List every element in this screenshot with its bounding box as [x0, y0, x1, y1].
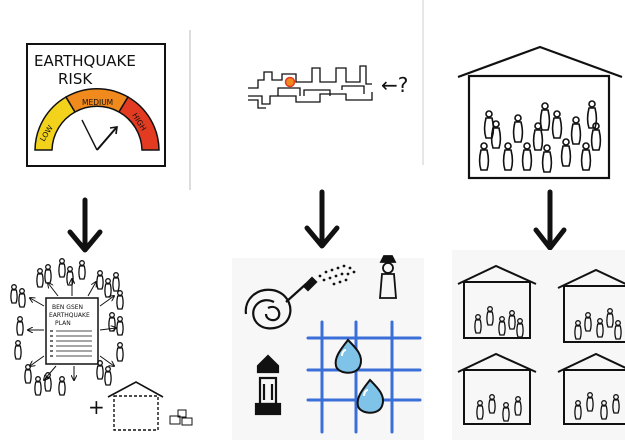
house-roof: [458, 47, 622, 77]
crowd-people: [480, 101, 601, 172]
plus-sign: +: [88, 395, 105, 419]
map-question: ←?: [381, 73, 408, 97]
small-house-roof: [108, 382, 163, 397]
gauge-title-line1: EARTHQUAKE: [34, 52, 136, 70]
gauge-low-band: [35, 97, 75, 150]
crowded-house: [458, 47, 622, 178]
street-map: [248, 66, 372, 108]
gauge-tick: [82, 120, 97, 150]
location-marker: [286, 78, 295, 87]
gauge-needle: [97, 128, 116, 150]
small-house-walls: [114, 396, 158, 430]
panel-background: [452, 250, 625, 440]
gauge-medium-label: MEDIUM: [82, 98, 113, 107]
down-arrow: [536, 192, 564, 248]
down-arrow: [70, 200, 100, 250]
plan-line3: PLAN: [55, 320, 71, 327]
plan-line2: EARTHQUAKE: [49, 312, 90, 319]
earthquake-plan-scene: BEN GSEN EARTHQUAKE PLAN: [11, 259, 192, 430]
supply-boxes: [170, 410, 192, 425]
down-arrow: [307, 192, 337, 246]
plan-line1: BEN GSEN: [52, 304, 83, 311]
gauge-title-line2: RISK: [58, 70, 93, 88]
earthquake-risk-gauge: EARTHQUAKE RISK LOW MEDIUM HIGH: [27, 44, 165, 166]
